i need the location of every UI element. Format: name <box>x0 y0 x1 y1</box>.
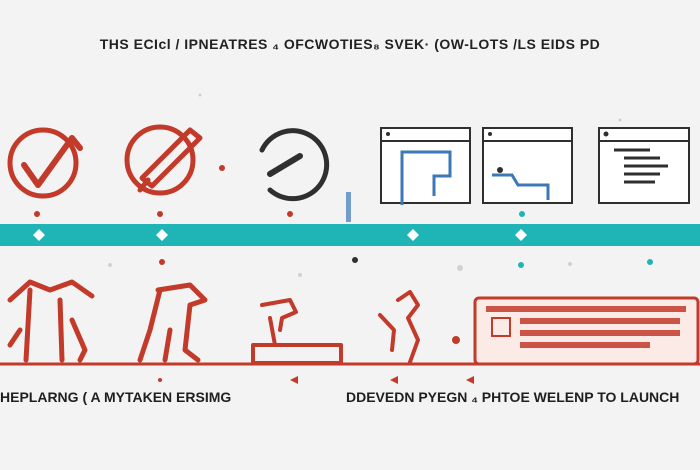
milestone-marker <box>33 229 45 241</box>
figure-sketch-icon <box>7 279 95 363</box>
phase-label-right: DDEVEDN PYEGN ₄ PHTOE WELENP TO LAUNCH <box>346 389 680 405</box>
document-window-icon <box>598 127 690 204</box>
phase-label-left: HEPLARNG ( A MYTAKEN ERSIMG <box>0 389 232 405</box>
milestone-marker <box>407 229 419 241</box>
browser-window-icon <box>482 127 573 217</box>
label-markers <box>158 376 474 384</box>
keyboard-panel-icon <box>473 296 700 366</box>
diagram-title: THS ECIcl / IPNEATRES ₄ OFCWOTIES₈ SVEK·… <box>99 36 601 52</box>
decorative-speckles <box>108 93 622 277</box>
connector-dots <box>159 257 653 268</box>
timeline-band <box>0 224 700 246</box>
animal-sketch-icon <box>378 290 460 364</box>
desk-tool-icon <box>251 298 343 365</box>
gauge-circle-icon <box>259 128 351 222</box>
pencil-circle-icon <box>124 124 225 217</box>
checkmark-circle-icon <box>7 127 83 217</box>
milestone-marker <box>156 229 168 241</box>
browser-window-icon <box>380 127 471 205</box>
milestone-marker <box>515 229 527 241</box>
boot-sketch-icon <box>137 282 208 363</box>
